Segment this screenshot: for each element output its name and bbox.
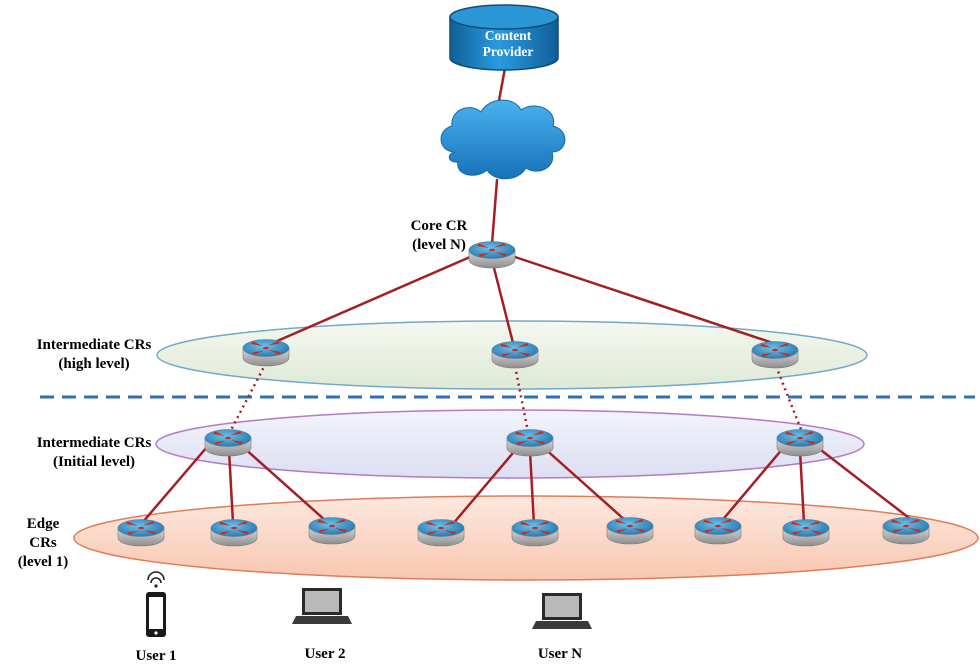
edge-router-icon-3	[308, 517, 356, 545]
link-provider-cloud	[496, 66, 507, 108]
intermediate-high-title: Intermediate CRs	[36, 337, 152, 353]
intermediate-high-router-icon-2	[491, 341, 539, 369]
link-init3-edge7	[718, 445, 786, 525]
edge-router-icon-6	[606, 517, 654, 545]
link-init3-edge9	[815, 445, 915, 523]
user-1-label: User 1	[135, 648, 177, 664]
link-cloud-core	[490, 178, 499, 246]
link-init1-edge1	[140, 445, 209, 525]
core-cr-label: Core CR (level N)	[394, 217, 484, 255]
edge-router-icon-7	[694, 517, 742, 545]
edge-cr-title-2: CRs	[29, 535, 57, 551]
intermediate-high-level: (high level)	[58, 356, 130, 372]
link-core-high-2	[491, 262, 515, 345]
dotted-link-1	[228, 362, 268, 433]
intermediate-initial-label: Intermediate CRs (Initial level)	[14, 434, 174, 472]
content-provider-label-2: Provider	[483, 44, 534, 59]
intermediate-initial-level: (Initial level)	[52, 454, 136, 470]
user-n-label: User N	[537, 646, 583, 662]
intermediate-high-router-icon-1	[242, 339, 290, 367]
link-core-high-3	[513, 255, 775, 345]
cloud-icon	[440, 99, 566, 180]
link-core-high-1	[266, 255, 472, 347]
edge-cr-title-1: Edge	[26, 516, 60, 532]
laptop-icon	[292, 588, 352, 624]
link-init1-edge2	[227, 448, 235, 525]
intermediate-initial-title: Intermediate CRs	[36, 435, 152, 451]
core-cr-title: Core CR	[410, 218, 468, 234]
link-init1-edge3	[241, 445, 328, 523]
edge-router-icon-9	[882, 517, 930, 545]
link-init2-edge4	[450, 445, 520, 527]
intermediate-initial-router-icon-1	[204, 429, 252, 457]
edge-cr-label: Edge CRs (level 1)	[8, 515, 78, 572]
edge-router-icon-1	[117, 519, 165, 547]
content-provider-label-1: Content	[485, 28, 532, 43]
intermediate-high-router-icon-3	[751, 341, 799, 369]
link-init2-edge5	[528, 449, 536, 527]
edge-router-icon-5	[511, 519, 559, 547]
laptop-icon	[532, 593, 592, 629]
edge-router-icon-2	[210, 519, 258, 547]
core-cr-level: (level N)	[412, 237, 466, 253]
content-provider-database: Content Provider	[449, 4, 559, 71]
intermediate-high-label: Intermediate CRs (high level)	[14, 336, 174, 374]
link-init3-edge8	[798, 449, 806, 525]
intermediate-initial-router-icon-3	[776, 429, 824, 457]
smartphone-icon	[146, 571, 166, 637]
user-2-label: User 2	[304, 646, 346, 662]
intermediate-initial-router-icon-2	[506, 429, 554, 457]
edge-cr-level: (level 1)	[17, 554, 69, 570]
dotted-links	[228, 362, 804, 433]
links	[140, 66, 915, 527]
edge-router-icon-4	[417, 519, 465, 547]
link-init2-edge6	[541, 445, 628, 523]
edge-router-icon-8	[782, 519, 830, 547]
